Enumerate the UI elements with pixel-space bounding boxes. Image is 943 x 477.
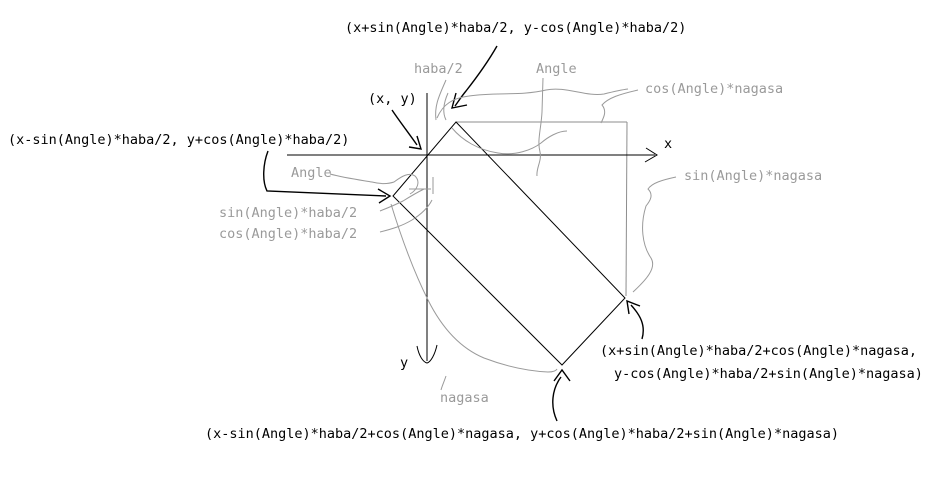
label-cos-nagasa: cos(Angle)*nagasa [645, 81, 784, 97]
annotation-arrows [263, 45, 644, 422]
rotated-rectangle [392, 121, 626, 366]
x-axis-arrowhead-icon [644, 147, 658, 163]
leader-angle-left [329, 173, 419, 195]
squiggle-mid-wavy [451, 127, 568, 155]
arrow-origin [391, 109, 418, 146]
arrow-bottom-corner-head-icon [553, 368, 571, 382]
leader-nagasa-label [440, 375, 447, 391]
label-origin-point: (x, y) [368, 91, 417, 107]
leader-haba-half [435, 79, 447, 121]
label-angle-top: Angle [536, 61, 577, 77]
label-corner-top: (x+sin(Angle)*haba/2, y-cos(Angle)*haba/… [345, 20, 687, 36]
arrow-right-corner-head-icon [626, 299, 641, 315]
leader-cos-haba-half [379, 199, 433, 233]
construction-right-line [625, 121, 628, 297]
gray-leaders [329, 77, 677, 391]
leader-sin-haba-half [379, 188, 425, 212]
label-corner-bottom: (x-sin(Angle)*haba/2+cos(Angle)*nagasa, … [205, 426, 839, 442]
brace-nagasa [390, 203, 558, 373]
arrow-origin-head-icon [408, 135, 423, 150]
label-x-axis: x [664, 136, 673, 152]
label-corner-left: (x-sin(Angle)*haba/2, y+cos(Angle)*haba/… [8, 132, 350, 148]
arrow-bottom-corner [552, 376, 562, 422]
label-corner-right-line2: y-cos(Angle)*haba/2+sin(Angle)*nagasa) [614, 366, 923, 382]
label-angle-left: Angle [291, 165, 332, 181]
leader-angle-top [536, 77, 544, 177]
squiggle-top-wavy [436, 88, 629, 119]
label-nagasa: nagasa [440, 390, 489, 406]
leader-cos-nagasa [600, 89, 639, 124]
arrow-top-corner [454, 45, 498, 107]
leader-sin-nagasa [632, 176, 677, 293]
y-axis-arrowhead-icon [416, 344, 438, 364]
label-sin-haba-half: sin(Angle)*haba/2 [219, 205, 358, 221]
rectangle-outline [392, 121, 626, 366]
arrow-left-corner [263, 150, 387, 197]
label-haba-half: haba/2 [414, 61, 463, 77]
arrow-top-corner-head-icon [451, 92, 468, 109]
label-y-axis: y [400, 355, 409, 371]
arrow-left-corner-head-icon [377, 188, 392, 204]
label-cos-haba-half: cos(Angle)*haba/2 [219, 226, 358, 242]
arrow-right-corner [630, 304, 644, 340]
axes [287, 93, 658, 364]
label-corner-right-line1: (x+sin(Angle)*haba/2+cos(Angle)*nagasa, [600, 343, 917, 359]
label-sin-nagasa: sin(Angle)*nagasa [684, 168, 823, 184]
